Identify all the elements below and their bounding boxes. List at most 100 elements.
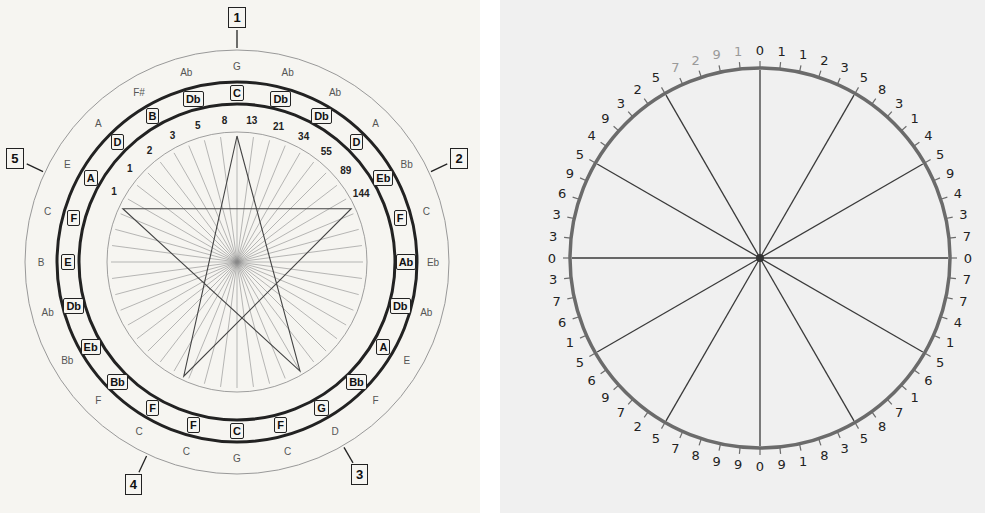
- note-name: Db: [270, 91, 291, 107]
- label-slot: F: [274, 417, 287, 433]
- digit-label: 0: [964, 251, 972, 266]
- fibonacci-number: 89: [339, 165, 352, 176]
- note-name: Ab: [179, 67, 193, 78]
- pencil-spoke: [237, 262, 359, 295]
- tick-mark: [680, 432, 683, 438]
- digit-label: 1: [799, 47, 807, 62]
- note-name: Eb: [426, 257, 440, 268]
- pencil-spoke: [160, 162, 237, 262]
- tick-mark: [837, 78, 840, 84]
- note-name: D: [330, 426, 339, 437]
- label-slot: Db: [183, 91, 204, 107]
- digit-label: 8: [878, 82, 886, 97]
- label-slot: G: [232, 453, 242, 464]
- label-slot: Db: [270, 91, 291, 107]
- note-name: E: [61, 254, 74, 270]
- label-slot: 144: [352, 188, 371, 199]
- note-name: G: [314, 400, 329, 416]
- spoke-line: [760, 257, 948, 258]
- label-slot: 7: [963, 272, 971, 287]
- digit-label: 7: [963, 272, 971, 287]
- label-slot: 5: [576, 355, 584, 370]
- label-slot: 55: [320, 146, 333, 157]
- digit-label: 9: [566, 166, 574, 181]
- digit-label: 0: [756, 459, 764, 474]
- pencil-spoke: [121, 214, 237, 262]
- spoke-line: [760, 258, 854, 421]
- digit-label: 5: [936, 147, 944, 162]
- label-slot: 5: [652, 431, 660, 446]
- note-name: C: [230, 85, 244, 101]
- digit-label: 6: [588, 373, 596, 388]
- tick-mark: [934, 178, 940, 181]
- digit-label: 9: [713, 454, 721, 469]
- digit-label: 0: [548, 251, 556, 266]
- digit-label: 6: [558, 186, 566, 201]
- label-slot: 8: [878, 82, 886, 97]
- spoke-line: [759, 258, 760, 446]
- label-slot: 6: [558, 315, 566, 330]
- digit-label: 0: [756, 43, 764, 58]
- label-slot: C: [230, 423, 244, 439]
- digit-label: 1: [778, 44, 786, 59]
- label-slot: 3: [169, 130, 177, 141]
- tick-mark: [946, 217, 953, 218]
- label-slot: 8: [221, 115, 229, 126]
- tick-mark: [837, 432, 840, 438]
- note-name: F: [146, 400, 159, 416]
- pencil-spoke: [111, 262, 237, 263]
- tick-mark: [589, 353, 595, 357]
- label-slot: 6: [924, 373, 932, 388]
- pencil-spoke: [237, 262, 326, 351]
- label-slot: 2: [146, 145, 154, 156]
- note-name: Bb: [346, 374, 367, 390]
- digit-label: 7: [959, 294, 967, 309]
- label-slot: 2: [692, 53, 700, 68]
- note-name: A: [84, 170, 98, 186]
- label-slot: 4: [588, 128, 596, 143]
- digit-label: 6: [924, 373, 932, 388]
- label-slot: 5: [936, 147, 944, 162]
- note-name: Bb: [400, 159, 414, 170]
- tick-mark: [759, 61, 760, 68]
- label-slot: 1: [566, 335, 574, 350]
- note-name: A: [376, 339, 390, 355]
- note-name: F#: [132, 87, 146, 98]
- digit-label: 5: [576, 355, 584, 370]
- pencil-spoke: [237, 136, 238, 262]
- pencil-spoke: [237, 262, 253, 387]
- label-slot: A: [371, 118, 380, 129]
- note-name: E: [402, 355, 411, 366]
- note-name: C: [283, 446, 292, 457]
- tick-mark: [719, 65, 720, 72]
- tick-mark: [872, 99, 876, 105]
- paper-ground: [0, 0, 480, 513]
- digit-label: 9: [601, 111, 609, 126]
- leader-line: [431, 164, 447, 172]
- label-slot: Eb: [373, 170, 393, 186]
- pencil-chord: [123, 136, 351, 376]
- pencil-spoke: [237, 229, 359, 262]
- fibonacci-number: 13: [245, 115, 258, 126]
- digit-label: 3: [549, 272, 557, 287]
- digit-label: 8: [692, 448, 700, 463]
- label-slot: C: [182, 446, 191, 457]
- label-slot: E: [63, 159, 72, 170]
- digit-label: 3: [840, 60, 848, 75]
- pencil-spoke: [148, 173, 237, 262]
- note-name: Db: [183, 91, 204, 107]
- label-slot: 4: [924, 128, 932, 143]
- note-name: F: [372, 395, 380, 406]
- label-slot: Ab: [281, 67, 295, 78]
- tick-mark: [614, 385, 619, 390]
- note-name: Db: [390, 298, 411, 314]
- label-slot: Ab: [179, 67, 193, 78]
- note-name: F: [187, 417, 200, 433]
- tick-mark: [644, 412, 648, 418]
- fibonacci-number: 2: [146, 145, 154, 156]
- digit-label: 1: [910, 111, 918, 126]
- pencil-spoke: [112, 262, 237, 278]
- callout-number: 3: [351, 464, 368, 485]
- note-name: B: [146, 108, 160, 124]
